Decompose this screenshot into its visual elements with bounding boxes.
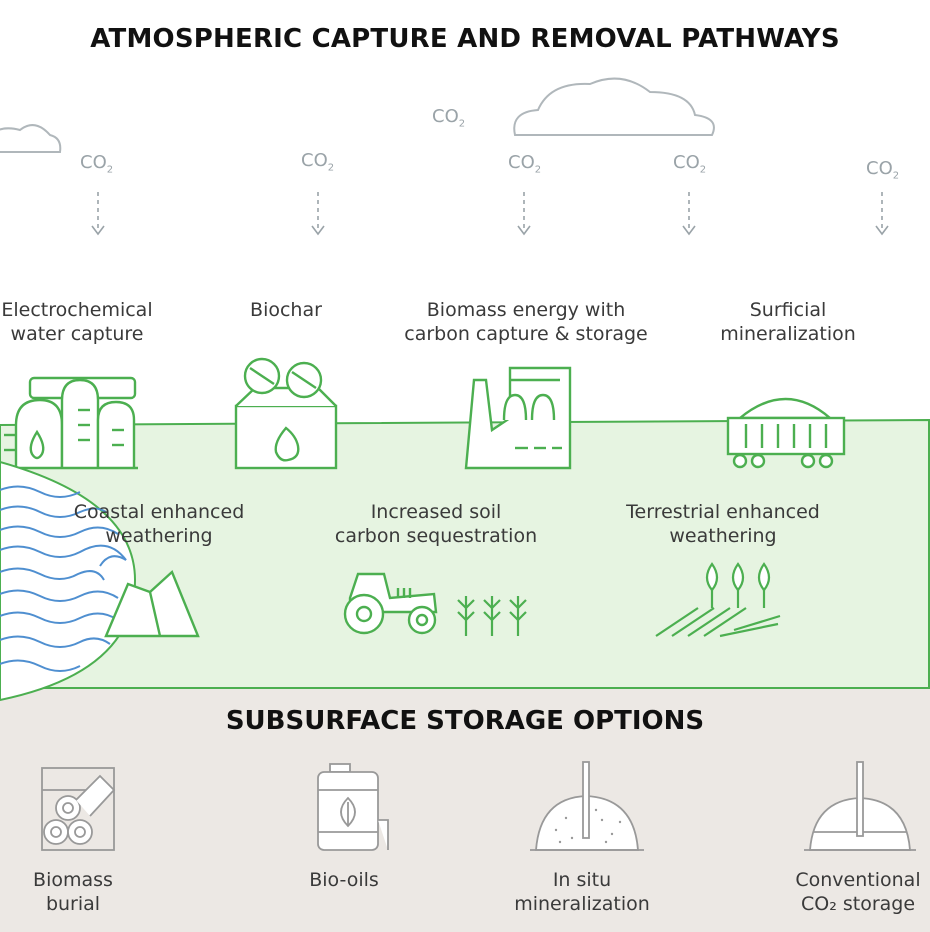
storage-section-title: SUBSURFACE STORAGE OPTIONS — [225, 706, 705, 736]
bio-oils-barrel-icon — [317, 763, 389, 851]
cloud-left-icon — [0, 124, 62, 153]
in-situ-dome-icon — [530, 761, 644, 851]
co2-label: CO2 — [673, 152, 707, 176]
electrochemical-tanks-icon — [0, 376, 138, 470]
beccs-plant-icon — [464, 366, 572, 470]
co2-arrows — [91, 192, 889, 236]
label-biochar: Biochar — [250, 299, 322, 321]
biochar-icon — [234, 357, 338, 470]
label-bio-oils: Bio-oils — [309, 869, 379, 891]
cloud-right-icon — [513, 77, 715, 136]
co2-arrow-5 — [875, 192, 889, 236]
co2-arrow-1 — [91, 192, 105, 236]
land-band — [0, 418, 930, 689]
co2-label: CO2 — [301, 150, 335, 174]
conventional-storage-icon — [804, 761, 916, 851]
coastal-rocks-icon — [104, 569, 200, 638]
crop-sprouts-icon — [457, 596, 527, 636]
terrestrial-field-icon — [655, 562, 781, 638]
co2-label: CO2 — [80, 152, 114, 176]
biomass-burial-icon — [41, 767, 116, 851]
ocean-waves-icon — [0, 460, 137, 702]
co2-arrow-2 — [311, 192, 325, 236]
tractor-icon — [343, 572, 438, 635]
main-title: ATMOSPHERIC CAPTURE AND REMOVAL PATHWAYS — [90, 24, 840, 54]
co2-arrow-4 — [682, 192, 696, 236]
subsurface-band — [0, 688, 930, 932]
co2-label: CO2 — [508, 152, 542, 176]
co2-arrow-3 — [517, 192, 531, 236]
co2-label: CO2 — [866, 158, 900, 182]
co2-label: CO2 — [432, 106, 466, 130]
rail-car-icon — [726, 397, 846, 469]
